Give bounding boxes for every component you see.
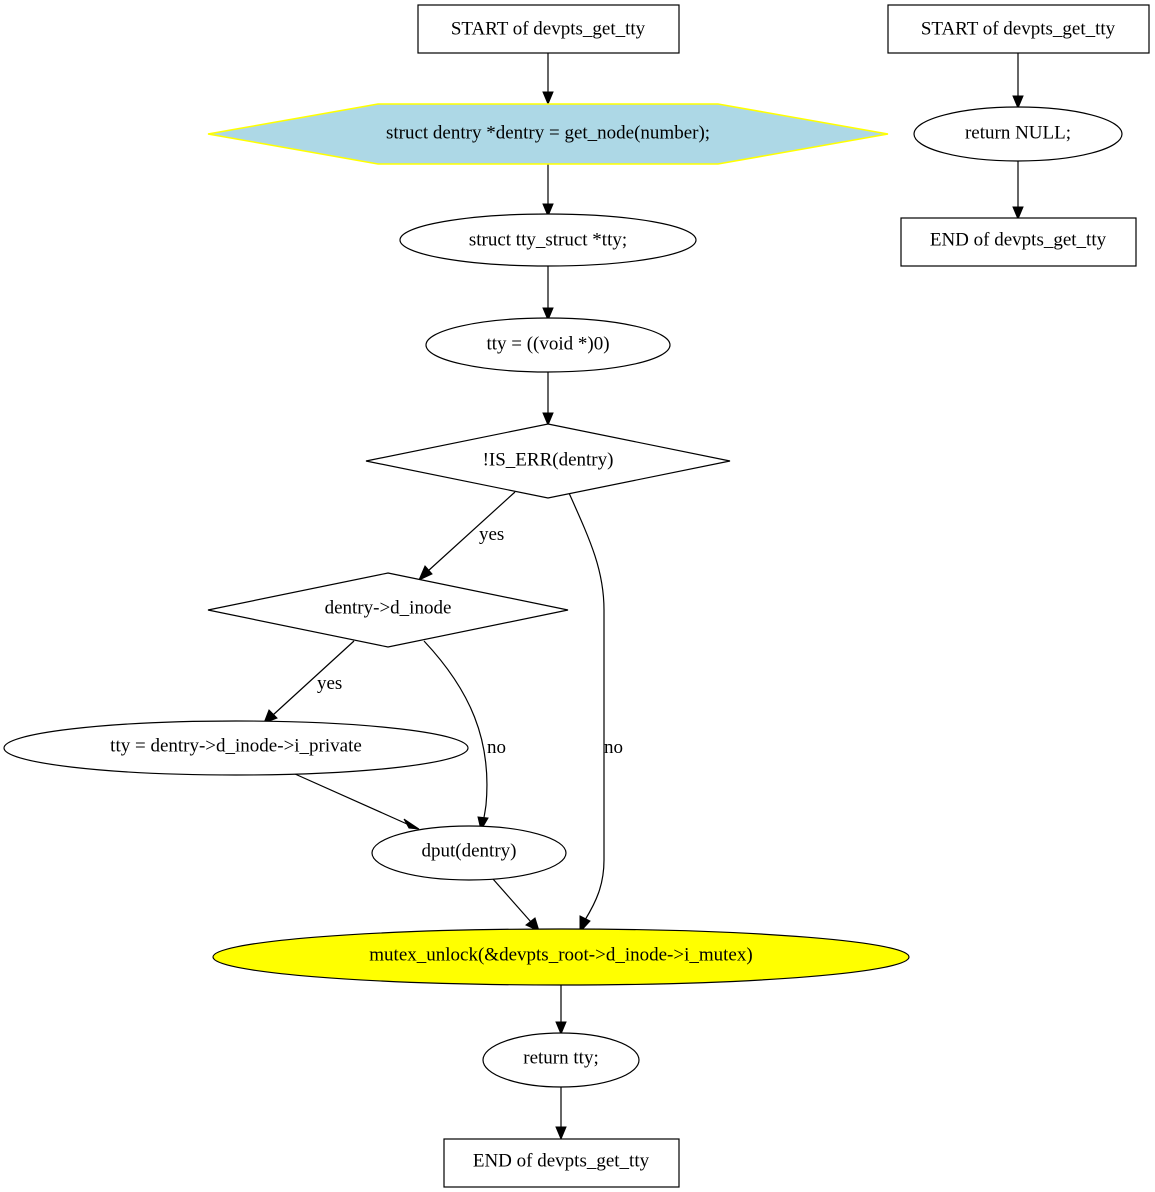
node-d-inode-check: dentry->d_inode [207, 572, 569, 648]
node-label: !IS_ERR(dentry) [483, 449, 614, 470]
node-is-err-check: !IS_ERR(dentry) [365, 423, 731, 499]
edge-is-err-yes-to-d-inode: yes [418, 491, 516, 581]
edge-label-yes: yes [317, 673, 342, 694]
node-label: START of devpts_get_tty [451, 18, 646, 39]
node-tty-assign: tty = dentry->d_inode->i_private [3, 720, 469, 776]
arrowhead [403, 818, 420, 830]
edge-label-no: no [487, 737, 506, 758]
node-start-alt: START of devpts_get_tty [887, 4, 1150, 54]
edge-d-inode-yes-to-tty-assign: yes [263, 640, 355, 724]
arrowhead [542, 307, 554, 322]
hexagon-shape [207, 103, 889, 165]
node-label: struct dentry *dentry = get_node(number)… [386, 122, 710, 143]
node-label: mutex_unlock(&devpts_root->d_inode->i_mu… [369, 944, 752, 965]
node-label: END of devpts_get_tty [930, 229, 1107, 250]
node-dentry-decl: struct dentry *dentry = get_node(number)… [207, 103, 889, 165]
edge-mutex-unlock-to-return-tty [555, 985, 567, 1036]
arrowhead [542, 412, 554, 427]
node-label: tty = dentry->d_inode->i_private [110, 735, 362, 756]
arrowhead [263, 709, 278, 724]
node-dput: dput(dentry) [371, 825, 567, 881]
edge-dput-to-mutex-unlock [492, 878, 540, 932]
node-label: return tty; [523, 1047, 598, 1068]
edge-return-null-to-end-alt [1012, 161, 1024, 221]
node-label: END of devpts_get_tty [473, 1150, 650, 1171]
node-label: dentry->d_inode [325, 597, 452, 618]
node-label: START of devpts_get_tty [921, 18, 1116, 39]
node-start-main: START of devpts_get_tty [417, 4, 680, 54]
arrowhead [418, 565, 433, 581]
nodes: START of devpts_get_tty struct dentry *d… [3, 4, 1150, 1188]
node-return-null: return NULL; [913, 106, 1123, 162]
arrowhead [579, 915, 591, 934]
node-label: dput(dentry) [422, 840, 517, 861]
arrowhead [542, 203, 554, 218]
node-tty-decl: struct tty_struct *tty; [399, 213, 697, 267]
arrowhead [555, 1021, 567, 1036]
edge-tty-assign-to-dput [294, 773, 420, 830]
node-mutex-unlock: mutex_unlock(&devpts_root->d_inode->i_mu… [212, 928, 910, 986]
edge-dentry-decl-to-tty-decl [542, 164, 554, 218]
edge-return-tty-to-end [555, 1086, 567, 1141]
arrowhead [542, 91, 554, 106]
edge-label-yes: yes [479, 524, 504, 545]
arrowhead [525, 917, 540, 932]
node-return-tty: return tty; [482, 1032, 640, 1088]
node-label: struct tty_struct *tty; [469, 229, 627, 250]
node-label: return NULL; [965, 122, 1071, 143]
edge-start-alt-to-return-null [1012, 53, 1024, 110]
edge-start-to-dentry-decl [542, 53, 554, 106]
edge-tty-null-to-is-err [542, 372, 554, 427]
edge-is-err-no-to-mutex-unlock: no [568, 492, 623, 934]
edge-tty-decl-to-tty-null [542, 265, 554, 322]
node-end-alt: END of devpts_get_tty [900, 217, 1137, 267]
arrowhead [555, 1126, 567, 1141]
edge-d-inode-no-to-dput: no [423, 640, 506, 832]
node-end-main: END of devpts_get_tty [443, 1138, 680, 1188]
node-tty-null: tty = ((void *)0) [425, 317, 671, 373]
edges: yes no yes no [263, 53, 1024, 1141]
arrowhead [1012, 206, 1024, 221]
edge-label-no: no [604, 737, 623, 758]
node-label: tty = ((void *)0) [486, 333, 609, 354]
arrowhead [1012, 95, 1024, 110]
